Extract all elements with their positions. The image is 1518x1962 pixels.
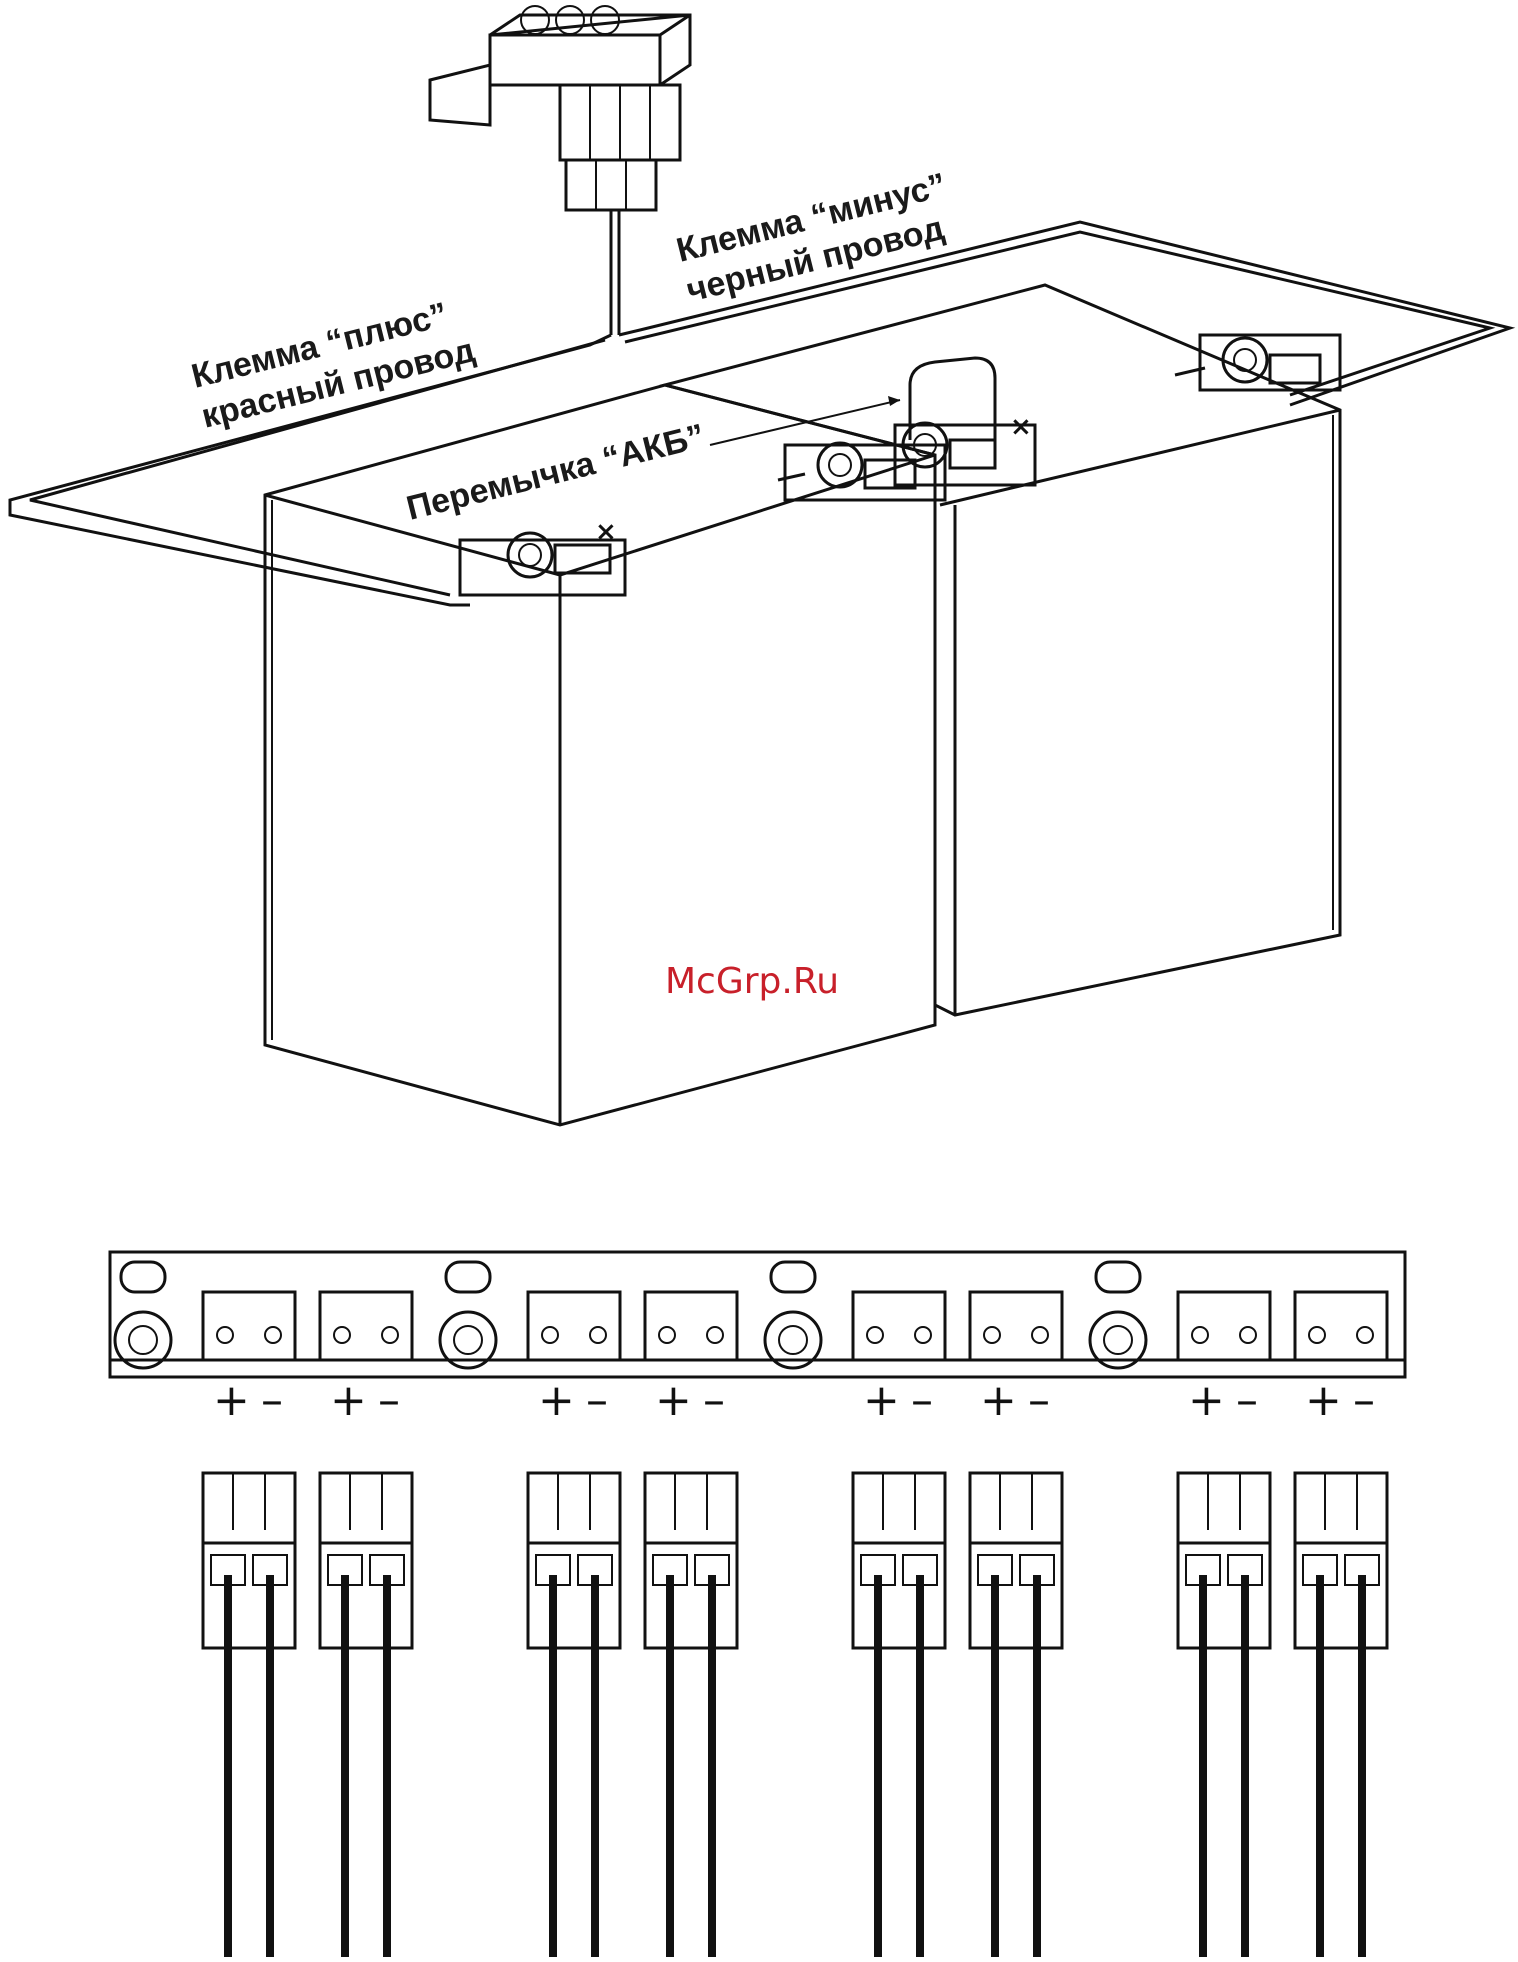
terminal-socket <box>1295 1292 1387 1360</box>
socket-screw-icon <box>590 1327 606 1343</box>
socket-screw-icon <box>1309 1327 1325 1343</box>
plug-row <box>203 1473 1387 1957</box>
battery-right <box>665 285 1340 1015</box>
terminal-socket <box>1178 1292 1270 1360</box>
polarity-minus: – <box>1028 1375 1050 1426</box>
plug-body <box>203 1543 295 1648</box>
socket-screw-icon <box>334 1327 350 1343</box>
mount-screw-head-icon <box>129 1326 157 1354</box>
polarity-plus: + <box>330 1375 367 1426</box>
plug-body <box>645 1543 737 1648</box>
terminal-socket <box>645 1292 737 1360</box>
socket-screw-icon <box>1240 1327 1256 1343</box>
terminal-socket <box>528 1292 620 1360</box>
socket-screw-icon <box>659 1327 675 1343</box>
polarity-plus: + <box>213 1375 250 1426</box>
socket-screw-icon <box>1357 1327 1373 1343</box>
socket-screw-icon <box>707 1327 723 1343</box>
plug-head <box>528 1473 620 1543</box>
battery-terminal-right-minus <box>1175 335 1340 390</box>
polarity-plus: + <box>1305 1375 1342 1426</box>
svg-text:⨯: ⨯ <box>1010 411 1032 441</box>
mount-screw-head-icon <box>779 1326 807 1354</box>
socket-screw-icon <box>542 1327 558 1343</box>
terminal-strip: +–+–+–+–+–+–+–+– <box>110 1252 1405 1426</box>
polarity-plus: + <box>538 1375 575 1426</box>
terminal-socket <box>853 1292 945 1360</box>
plug-body <box>970 1543 1062 1648</box>
terminal-socket <box>970 1292 1062 1360</box>
polarity-plus: + <box>655 1375 692 1426</box>
socket-screw-icon <box>867 1327 883 1343</box>
battery-left <box>265 385 935 1125</box>
watermark: McGrp.Ru <box>665 961 839 1002</box>
polarity-minus: – <box>1353 1375 1375 1426</box>
socket-screw-icon <box>1192 1327 1208 1343</box>
plug-body <box>320 1543 412 1648</box>
socket-screw-icon <box>915 1327 931 1343</box>
connector-plug <box>430 6 690 335</box>
polarity-plus: + <box>863 1375 900 1426</box>
plug-body <box>528 1543 620 1648</box>
socket-screw-icon <box>1032 1327 1048 1343</box>
label-jumper: Перемычка “АКБ” <box>403 417 709 528</box>
mount-tab <box>446 1262 490 1292</box>
plug-head <box>1295 1473 1387 1543</box>
plug-head <box>853 1473 945 1543</box>
mount-screw-head-icon <box>454 1326 482 1354</box>
plug-head <box>970 1473 1062 1543</box>
polarity-plus: + <box>1188 1375 1225 1426</box>
plug-head <box>1178 1473 1270 1543</box>
mount-screw-head-icon <box>1104 1326 1132 1354</box>
mount-tab <box>121 1262 165 1292</box>
polarity-minus: – <box>261 1375 283 1426</box>
socket-screw-icon <box>984 1327 1000 1343</box>
polarity-plus: + <box>980 1375 1017 1426</box>
polarity-minus: – <box>586 1375 608 1426</box>
polarity-minus: – <box>378 1375 400 1426</box>
plug-body <box>853 1543 945 1648</box>
plug-head <box>320 1473 412 1543</box>
socket-screw-icon <box>265 1327 281 1343</box>
polarity-minus: – <box>703 1375 725 1426</box>
mount-tab <box>1096 1262 1140 1292</box>
jumper-link <box>710 358 995 445</box>
plug-head <box>645 1473 737 1543</box>
plug-head <box>203 1473 295 1543</box>
mount-tab <box>771 1262 815 1292</box>
polarity-minus: – <box>1236 1375 1258 1426</box>
socket-screw-icon <box>382 1327 398 1343</box>
plug-body <box>1178 1543 1270 1648</box>
terminal-socket <box>320 1292 412 1360</box>
svg-text:⨯: ⨯ <box>595 516 617 546</box>
terminal-socket <box>203 1292 295 1360</box>
polarity-minus: – <box>911 1375 933 1426</box>
socket-screw-icon <box>217 1327 233 1343</box>
plug-body <box>1295 1543 1387 1648</box>
